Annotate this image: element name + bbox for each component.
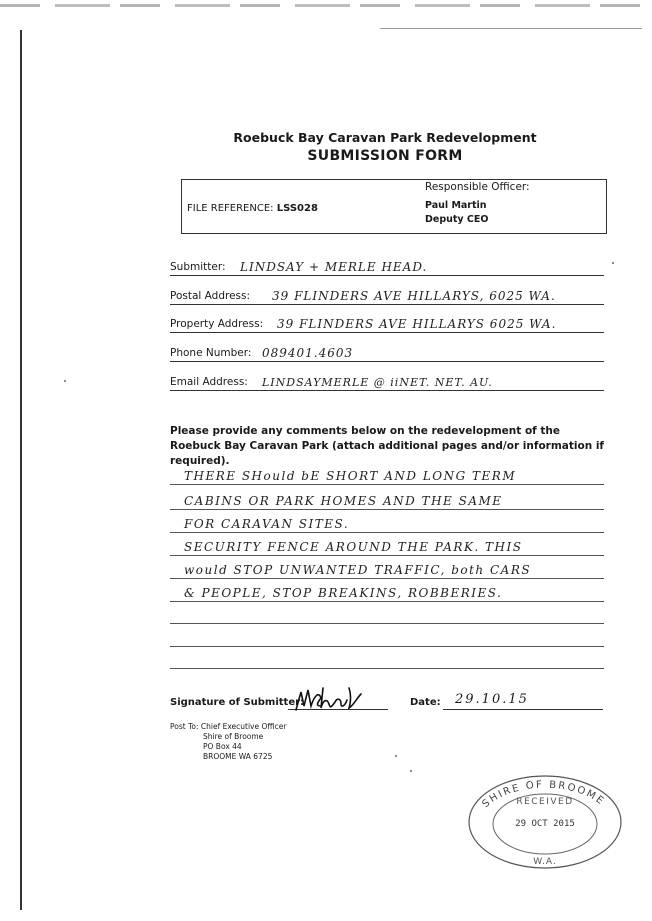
postal-address-field[interactable]: Postal Address: 39 FLINDERS AVE HILLARYS… bbox=[170, 285, 604, 305]
comment-line[interactable] bbox=[170, 647, 604, 669]
date-rule bbox=[443, 709, 603, 710]
received-stamp: SHIRE OF BROOME RECEIVED 29 OCT 2015 W.A… bbox=[468, 775, 622, 869]
comment-rule bbox=[170, 578, 604, 579]
scan-speck bbox=[410, 770, 412, 772]
email-address-field[interactable]: Email Address: LINDSAYMERLE @ iiNET. NET… bbox=[170, 371, 604, 391]
property-address-field[interactable]: Property Address: 39 FLINDERS AVE HILLAR… bbox=[170, 313, 604, 333]
comment-text: CABINS OR PARK HOMES AND THE SAME bbox=[184, 494, 503, 508]
postal-address-rule bbox=[170, 304, 604, 305]
email-address-rule bbox=[170, 390, 604, 391]
stamp-date-text: 29 OCT 2015 bbox=[515, 819, 575, 829]
reference-box: FILE REFERENCE: LSS028 Responsible Offic… bbox=[181, 179, 607, 234]
email-address-label: Email Address: bbox=[170, 376, 248, 388]
file-reference-value: LSS028 bbox=[276, 203, 318, 214]
comment-line[interactable]: FOR CARAVAN SITES. bbox=[170, 511, 604, 533]
scan-speck bbox=[395, 755, 397, 757]
submitter-field[interactable]: Submitter: LINDSAY + MERLE HEAD. bbox=[170, 256, 604, 276]
date-label: Date: bbox=[410, 697, 441, 708]
stamp-received-text: RECEIVED bbox=[516, 797, 573, 807]
post-to-line: BROOME WA 6725 bbox=[203, 752, 273, 761]
scan-artifact-line bbox=[380, 28, 642, 29]
stamp-wa-text: W.A. bbox=[533, 857, 557, 867]
submitter-rule bbox=[170, 275, 604, 276]
phone-number-field[interactable]: Phone Number: 089401.4603 bbox=[170, 342, 604, 362]
comment-line[interactable]: & PEOPLE, STOP BREAKINS, ROBBERIES. bbox=[170, 580, 604, 602]
responsible-officer-role: Deputy CEO bbox=[425, 214, 489, 225]
comment-line[interactable]: would STOP UNWANTED TRAFFIC, both CARS bbox=[170, 557, 604, 579]
comment-text: THERE SHould bE SHORT AND LONG TERM bbox=[184, 469, 517, 483]
post-to-line: Post To: Chief Executive Officer bbox=[170, 722, 287, 731]
post-to-line: Shire of Broome bbox=[203, 732, 264, 741]
phone-number-label: Phone Number: bbox=[170, 347, 252, 359]
phone-number-rule bbox=[170, 361, 604, 362]
comment-rule bbox=[170, 601, 604, 602]
form-subtitle: SUBMISSION FORM bbox=[307, 148, 463, 164]
comment-line[interactable] bbox=[170, 602, 604, 624]
comment-line[interactable]: SECURITY FENCE AROUND THE PARK. THIS bbox=[170, 534, 604, 556]
comment-rule bbox=[170, 668, 604, 669]
post-to-address: Post To: Chief Executive Officer Shire o… bbox=[170, 722, 286, 762]
property-address-rule bbox=[170, 332, 604, 333]
file-reference-label: FILE REFERENCE: bbox=[187, 203, 274, 214]
comment-text: & PEOPLE, STOP BREAKINS, ROBBERIES. bbox=[184, 586, 503, 600]
comment-instructions: Please provide any comments below on the… bbox=[170, 425, 604, 467]
stamp-inner-ring bbox=[492, 793, 598, 855]
comment-text: would STOP UNWANTED TRAFFIC, both CARS bbox=[184, 563, 532, 577]
comment-rule bbox=[170, 555, 604, 556]
signature-label: Signature of Submitter: bbox=[170, 697, 305, 708]
comment-rule bbox=[170, 623, 604, 624]
responsible-officer-label: Responsible Officer: bbox=[425, 181, 530, 193]
comment-rule bbox=[170, 646, 604, 647]
scan-speck bbox=[612, 262, 614, 264]
responsible-officer-name: Paul Martin bbox=[425, 200, 487, 211]
property-address-value: 39 FLINDERS AVE HILLARYS 6025 WA. bbox=[277, 317, 557, 331]
signature-rule bbox=[288, 709, 388, 710]
scan-artifact-top bbox=[0, 4, 652, 7]
left-margin-line bbox=[20, 30, 22, 910]
comment-text: SECURITY FENCE AROUND THE PARK. THIS bbox=[184, 540, 523, 554]
phone-number-value: 089401.4603 bbox=[262, 346, 354, 360]
comment-rule bbox=[170, 484, 604, 485]
comment-line[interactable]: CABINS OR PARK HOMES AND THE SAME bbox=[170, 488, 604, 510]
comment-rule bbox=[170, 509, 604, 510]
file-reference: FILE REFERENCE: LSS028 bbox=[187, 203, 318, 214]
comment-text: FOR CARAVAN SITES. bbox=[184, 517, 350, 531]
comment-line[interactable] bbox=[170, 625, 604, 647]
stamp-outer-ring bbox=[468, 775, 622, 869]
comment-line[interactable]: THERE SHould bE SHORT AND LONG TERM bbox=[170, 463, 604, 485]
email-address-value: LINDSAYMERLE @ iiNET. NET. AU. bbox=[262, 376, 493, 389]
postal-address-value: 39 FLINDERS AVE HILLARYS, 6025 WA. bbox=[272, 289, 556, 303]
postal-address-label: Postal Address: bbox=[170, 290, 251, 302]
form-title: Roebuck Bay Caravan Park Redevelopment bbox=[233, 130, 537, 145]
submitter-label: Submitter: bbox=[170, 261, 226, 273]
date-value: 29.10.15 bbox=[455, 692, 529, 707]
comment-rule bbox=[170, 532, 604, 533]
property-address-label: Property Address: bbox=[170, 318, 264, 330]
post-to-line: PO Box 44 bbox=[203, 742, 242, 751]
handwritten-signature bbox=[295, 687, 362, 711]
submitter-value: LINDSAY + MERLE HEAD. bbox=[240, 260, 428, 274]
scan-speck bbox=[64, 380, 66, 382]
